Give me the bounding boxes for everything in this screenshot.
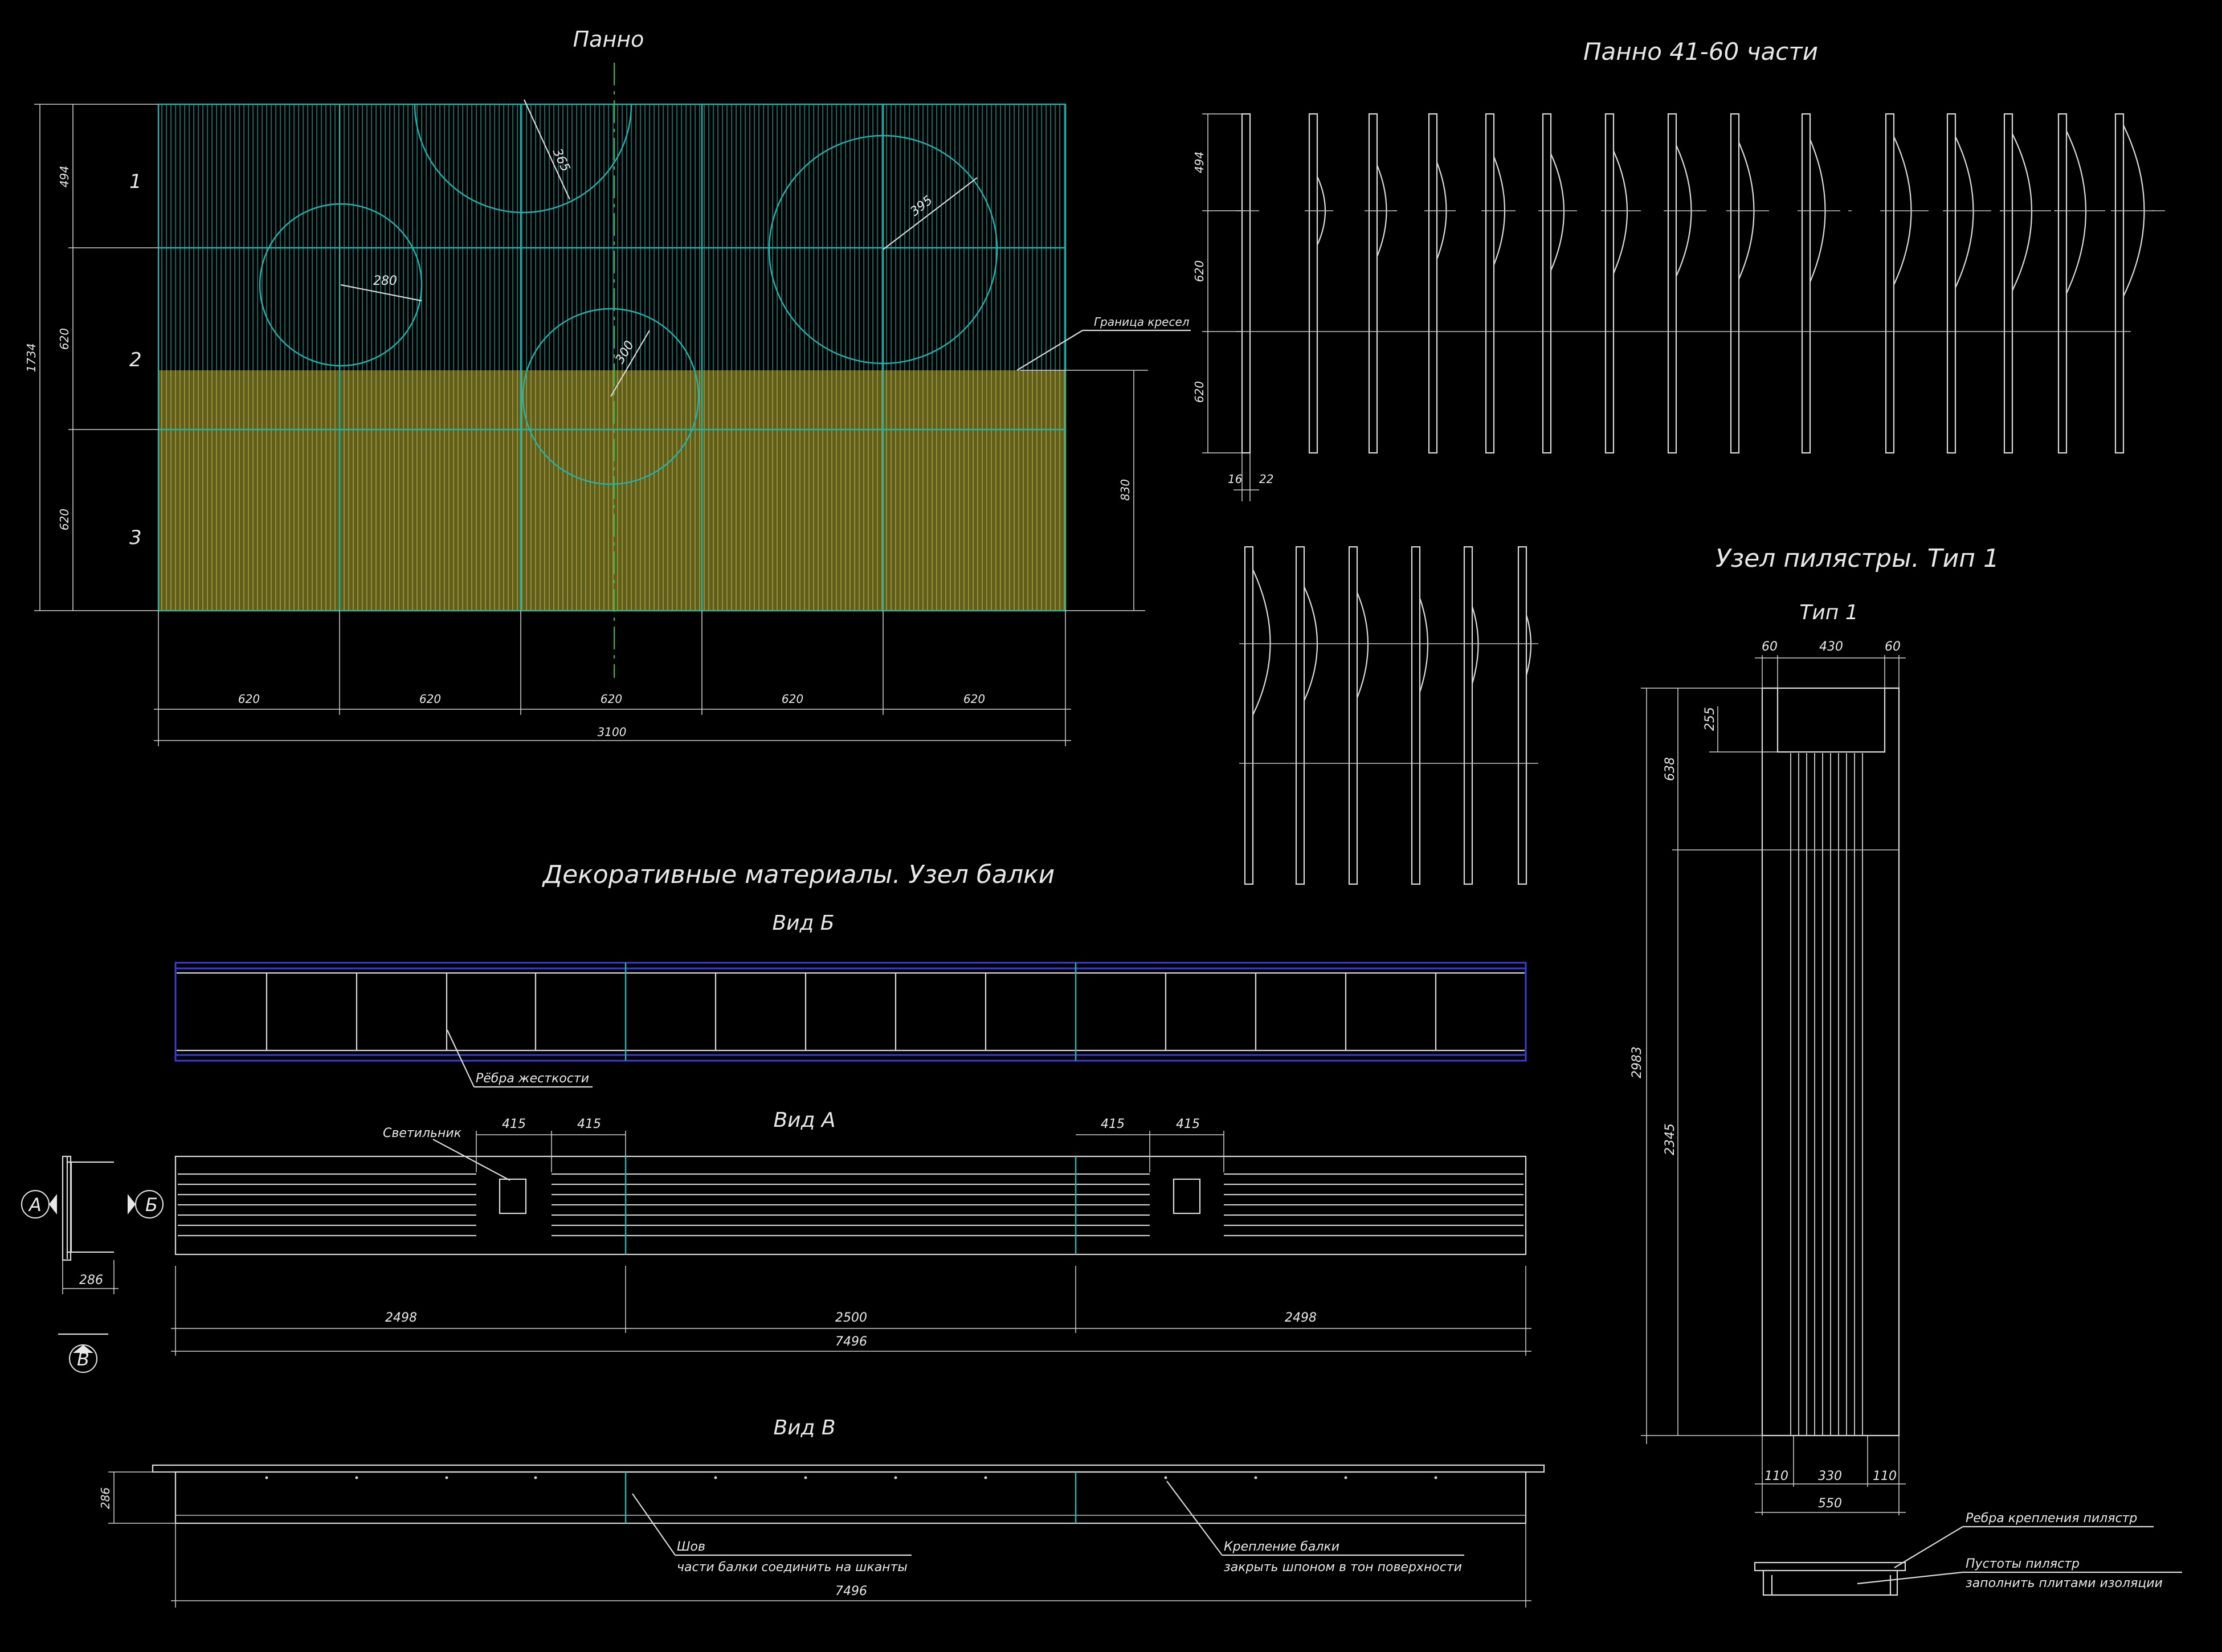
seam-label: Шов [677,1540,705,1554]
panel-outline [157,103,1067,612]
svg-text:286: 286 [79,1273,103,1287]
svg-text:16: 16 [1228,472,1242,486]
svg-text:В: В [77,1348,89,1370]
view-a-title: Вид А [773,1109,835,1132]
svg-text:494: 494 [1192,152,1206,173]
svg-text:620: 620 [238,692,260,706]
svg-text:620: 620 [58,509,71,530]
beam-mount-label: Крепление балки [1224,1540,1339,1554]
circle-300 [522,308,700,485]
stiffeners-label: Рёбра жесткости [476,1072,589,1086]
circle-365 [414,104,632,214]
beam-title: Декоративные материалы. Узел балки [542,860,1055,889]
svg-text:1734: 1734 [24,344,38,373]
svg-text:60: 60 [1885,640,1901,654]
svg-text:2498: 2498 [1285,1311,1317,1325]
svg-text:830: 830 [1118,479,1132,501]
svg-text:415: 415 [1101,1117,1125,1131]
svg-text:620: 620 [58,328,71,350]
panel-title: Панно [573,27,644,52]
row-label-2: 2 [129,349,142,371]
svg-text:22: 22 [1259,472,1273,486]
svg-text:Б: Б [145,1194,158,1216]
beam-node: Декоративные материалы. Узел балки Вид Б… [21,860,1545,1608]
svg-text:280: 280 [373,274,397,288]
svg-text:7496: 7496 [835,1584,867,1598]
circle-395 [768,134,998,365]
lamp-left [499,1178,527,1215]
lamp-right [1173,1178,1201,1215]
svg-text:части балки соединить на шкант: части балки соединить на шканты [677,1560,908,1575]
svg-text:2498: 2498 [385,1311,417,1325]
pilaster-voids-label: Пустоты пилястр [1966,1557,2080,1571]
svg-text:620: 620 [782,692,803,706]
svg-text:3100: 3100 [598,725,627,739]
svg-text:620: 620 [419,692,441,706]
circle-280 [259,203,423,367]
svg-text:494: 494 [58,166,71,187]
svg-text:60: 60 [1762,640,1778,654]
view-v-title: Вид В [773,1416,835,1440]
svg-text:110: 110 [1764,1469,1788,1483]
svg-text:А: А [28,1194,42,1216]
svg-text:2500: 2500 [835,1311,867,1325]
svg-text:620: 620 [1192,260,1206,282]
view-b-title: Вид Б [772,911,834,935]
svg-text:620: 620 [1192,381,1206,403]
row-label-1: 1 [129,170,142,193]
svg-text:286: 286 [99,1487,112,1509]
lamp-label: Светильник [383,1126,462,1140]
pilaster-ribs-label: Ребра крепления пилястр [1966,1511,2137,1526]
svg-text:550: 550 [1818,1496,1842,1511]
panel-slats-upper [158,104,1065,370]
svg-text:415: 415 [577,1117,601,1131]
panel-seat-zone [158,370,1065,611]
svg-text:закрыть шпоном в тон поверхнос: закрыть шпоном в тон поверхности [1224,1560,1462,1575]
pilaster-type-title: Тип 1 [1799,601,1858,624]
svg-text:415: 415 [1176,1117,1200,1131]
svg-text:7496: 7496 [835,1335,867,1349]
svg-text:330: 330 [1818,1469,1842,1483]
pilaster-title: Узел пилястры. Тип 1 [1715,544,1999,573]
svg-text:430: 430 [1819,640,1843,654]
svg-text:заполнить плитами изоляции: заполнить плитами изоляции [1966,1576,2163,1590]
svg-text:2345: 2345 [1663,1123,1677,1155]
parts-title: Панно 41-60 части [1583,38,1818,66]
seat-boundary-label: Граница кресел [1094,315,1190,329]
pilaster-node: Узел пилястры. Тип 1 Тип 1 60 430 60 255… [1630,544,2182,1596]
row-label-3: 3 [129,526,142,549]
panel-parts: Панно 41-60 части [1192,38,2165,885]
panel-elevation: Панно 365 280 300 395 1 2 3 494 [24,27,1191,746]
svg-text:415: 415 [502,1117,526,1131]
svg-text:110: 110 [1873,1469,1897,1483]
svg-text:255: 255 [1703,707,1717,731]
svg-text:638: 638 [1663,757,1677,781]
svg-text:620: 620 [963,692,985,706]
svg-text:620: 620 [601,692,622,706]
svg-text:2983: 2983 [1630,1046,1644,1078]
